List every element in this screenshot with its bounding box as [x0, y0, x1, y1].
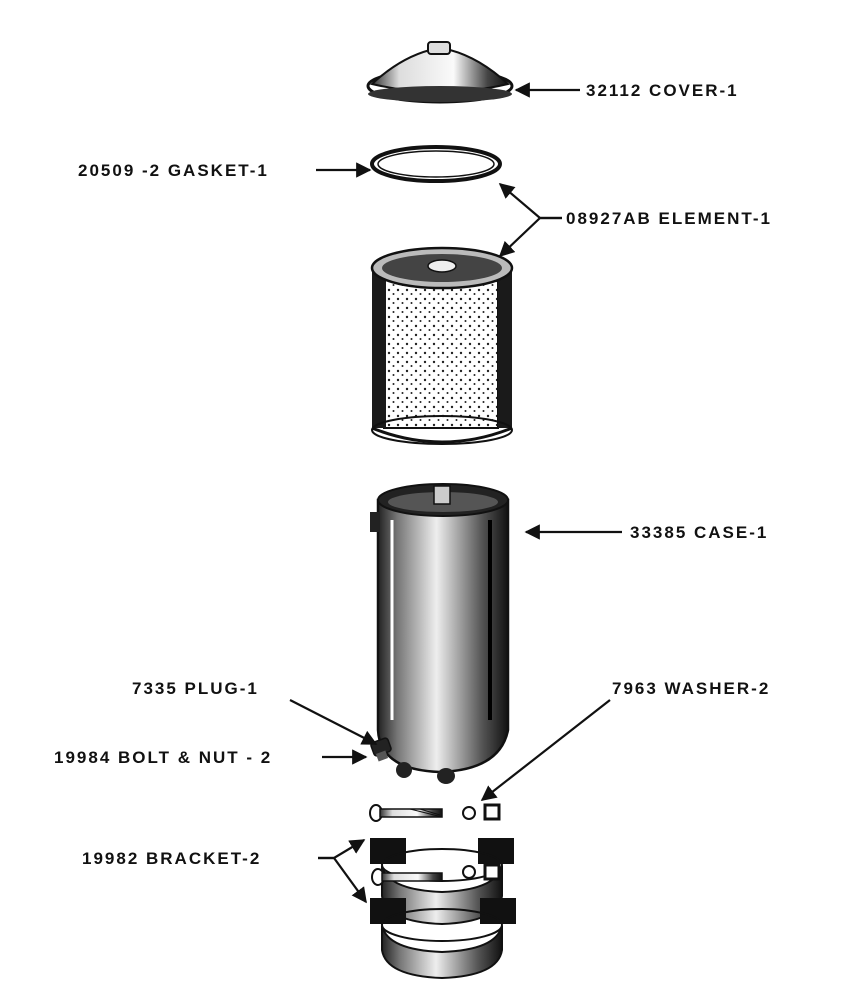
element-leader-top: [498, 183, 562, 220]
bracket-leader-bottom: [318, 856, 367, 904]
washer-label: 7963 WASHER-2: [612, 679, 770, 698]
bolt-nut-upper: [369, 804, 443, 822]
gasket-label: 20509 -2 GASKET-1: [78, 161, 269, 180]
plug-label: 7335 PLUG-1: [132, 679, 259, 698]
bracket-lower: [370, 898, 516, 980]
case-part: [370, 483, 510, 784]
cover-part: [366, 41, 514, 104]
plug-leader: [289, 699, 378, 745]
bolt-nut-lower: [371, 868, 443, 886]
bracket-upper: [370, 838, 514, 926]
element-label: 08927AB ELEMENT-1: [566, 209, 772, 228]
bracket-leader-top: [318, 839, 366, 860]
element-leader-bottom: [498, 216, 562, 258]
plug-part: [370, 737, 392, 762]
washer-leader: [480, 699, 611, 801]
element-part: [370, 246, 514, 445]
case-label: 33385 CASE-1: [630, 523, 768, 542]
washer-lower: [462, 863, 501, 881]
bracket-label: 19982 BRACKET-2: [82, 849, 261, 868]
cover-label: 32112 COVER-1: [586, 81, 739, 100]
washer-upper: [462, 803, 501, 821]
gasket-part: [370, 145, 502, 183]
bolt-nut-label: 19984 BOLT & NUT - 2: [54, 748, 272, 767]
